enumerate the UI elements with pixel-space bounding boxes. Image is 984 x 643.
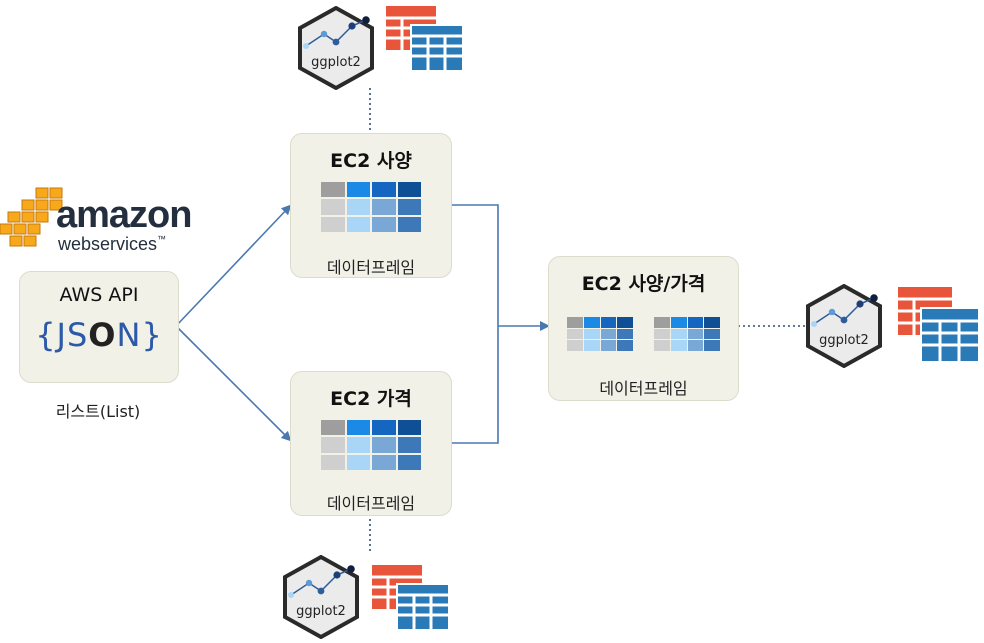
ec2-spec-table-icon [321, 182, 421, 232]
ec2-spec-box: EC2 사양 데이터프레임 [290, 133, 452, 278]
aws-api-title: AWS API [59, 284, 139, 306]
aws-cubes-icon [0, 187, 63, 247]
ec2-price-title: EC2 가격 [330, 388, 412, 410]
ec2-price-caption: 데이터프레임 [326, 494, 416, 513]
table-icon-top [386, 6, 464, 72]
ec2-spec-caption: 데이터프레임 [326, 258, 416, 277]
ggplot2-hex-icon-right: ggplot2 [806, 284, 882, 368]
ec2-merged-table-icon-right [654, 317, 720, 351]
table-icon-bottom [372, 565, 450, 631]
aws-brand-webservices: webservices™ [58, 234, 167, 254]
ggplot2-hex-icon-top: ggplot2 [298, 6, 374, 90]
table-icon-right [898, 287, 980, 363]
arrow-api-to-spec [175, 204, 292, 327]
aws-logo: amazon webservices™ [0, 186, 192, 256]
ec2-spec-title: EC2 사양 [330, 150, 412, 172]
ec2-merged-box: EC2 사양/가격 데이터프레임 [548, 256, 739, 401]
ec2-merged-table-icon-left [567, 317, 633, 351]
ec2-merged-title: EC2 사양/가격 [581, 273, 706, 295]
arrow-api-to-price [175, 325, 292, 442]
json-logo: {JSON} [35, 316, 163, 354]
ec2-merged-caption: 데이터프레임 [599, 379, 688, 398]
ggplot2-hex-icon-bottom: ggplot2 [283, 555, 359, 639]
aws-api-caption: 리스트(List) [55, 402, 141, 421]
connector-spec-to-merged [451, 204, 499, 326]
aws-api-box: AWS API {JSON} [19, 271, 179, 383]
ggplot2-label-bottom: ggplot2 [296, 604, 346, 619]
ggplot2-label-right: ggplot2 [819, 333, 869, 348]
connector-price-to-merged [451, 326, 499, 444]
aws-brand-amazon: amazon [56, 194, 192, 236]
ec2-price-box: EC2 가격 데이터프레임 [290, 371, 452, 516]
ec2-price-table-icon [321, 420, 421, 470]
ggplot2-label-top: ggplot2 [311, 55, 361, 70]
